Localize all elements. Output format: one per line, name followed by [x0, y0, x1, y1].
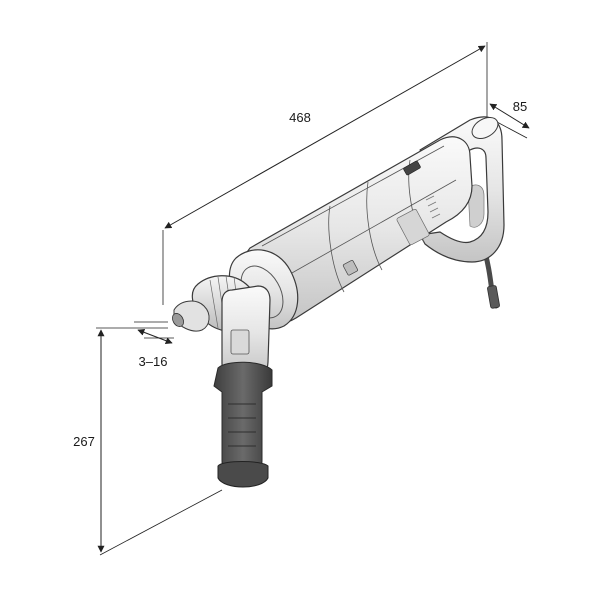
- speed-switch: [403, 160, 421, 176]
- chuck-range-dimension: 3–16: [134, 321, 174, 369]
- height-dimension: 267: [73, 327, 223, 556]
- length-label: 468: [289, 110, 311, 125]
- width-dimension: 85: [489, 99, 530, 139]
- body-seam-1: [328, 205, 345, 293]
- rating-label: [396, 208, 430, 246]
- brand-badge: [342, 260, 358, 276]
- width-label: 85: [513, 99, 527, 114]
- body-mid-line: [275, 179, 457, 283]
- side-handle-window: [230, 329, 250, 355]
- grip-ribs: [228, 403, 256, 447]
- drill-illustration: [172, 116, 505, 488]
- width-dimension-line: [489, 103, 530, 129]
- chuck-jaws: [172, 313, 184, 327]
- height-extension-bottom: [99, 489, 223, 556]
- height-label: 267: [73, 434, 95, 449]
- length-dimension: 468: [162, 42, 488, 305]
- length-dimension-line: [164, 45, 486, 229]
- cord-end: [487, 285, 500, 309]
- chuck-dimension-line: [137, 328, 173, 345]
- chuck-range-label: 3–16: [139, 354, 168, 369]
- vent-slots: [425, 195, 441, 219]
- grip-end-cap: [217, 461, 269, 488]
- handle-top-cap: [471, 117, 499, 139]
- handle-grip-recess: [467, 184, 485, 228]
- body-seam-2: [366, 181, 383, 271]
